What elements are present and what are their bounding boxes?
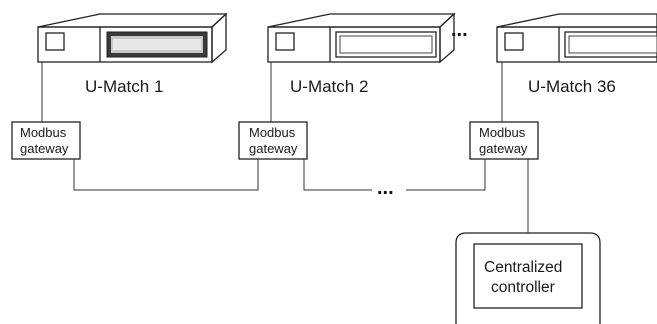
gateway-2-line2: gateway [249, 141, 298, 156]
gateway-1-line1: Modbus [20, 125, 67, 140]
indoor-unit-36 [496, 13, 657, 63]
bus-line-left [73, 159, 259, 191]
modbus-gateway-2: Modbus gateway [238, 121, 308, 160]
gateway-36-line1: Modbus [479, 125, 526, 140]
bus-line-middle [303, 159, 372, 191]
units-ellipsis: ... [451, 19, 468, 41]
gateway-1-line2: gateway [20, 141, 69, 156]
bus-line-right [406, 159, 486, 191]
modbus-gateway-36: Modbus gateway [469, 121, 539, 160]
gateway-36-line2: gateway [479, 141, 528, 156]
indoor-unit-1 [37, 12, 228, 64]
modbus-gateway-1: Modbus gateway [11, 121, 81, 160]
bus-ellipsis: ... [377, 177, 394, 199]
unit-label-36: U-Match 36 [528, 77, 616, 96]
gateway-2-line1: Modbus [249, 125, 296, 140]
centralized-controller: Centralized controller [455, 232, 601, 324]
indoor-unit-2 [267, 12, 456, 64]
unit-label-2: U-Match 2 [290, 77, 368, 96]
controller-line1: Centralized [484, 259, 562, 276]
controller-line2: controller [491, 279, 555, 296]
unit-label-1: U-Match 1 [85, 77, 163, 96]
